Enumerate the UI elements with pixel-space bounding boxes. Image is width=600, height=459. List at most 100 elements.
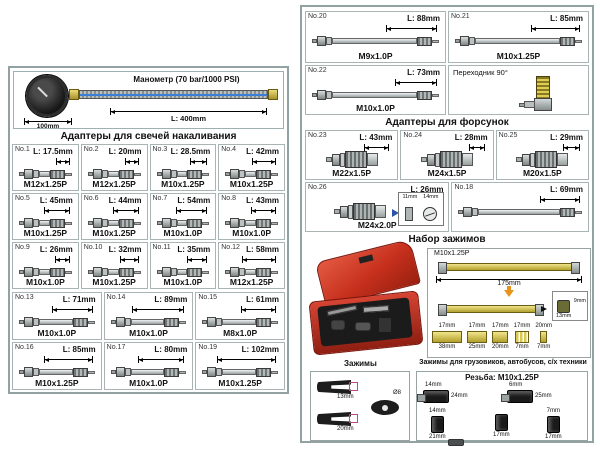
glowplug-adapter-graphic [19, 218, 72, 228]
fitting-width-label: 13mm [556, 313, 572, 319]
graphic-segment [202, 270, 210, 274]
graphic-segment [312, 39, 317, 43]
length-label: L: 26mm [410, 185, 444, 194]
graphic-segment [39, 269, 50, 275]
dimension-arrow [190, 158, 208, 165]
part-bottom-label: 17mm [493, 432, 510, 438]
inset-size-label: 11mm [402, 194, 418, 200]
part-graphic [501, 390, 533, 403]
fitting-graphic [557, 300, 570, 313]
item-number: No.1 [15, 146, 30, 153]
graphic-segment [207, 367, 217, 377]
length-label: L: 73mm [407, 68, 440, 77]
glowplug-adapter-graphic [19, 317, 95, 327]
graphic-segment [353, 203, 375, 220]
graphic-segment [417, 36, 432, 46]
graphic-segment [344, 151, 367, 168]
length-label: L: 28.5mm [170, 147, 211, 156]
thread-label: M10x1.25P [92, 228, 136, 238]
length-label: L: 17.5mm [33, 147, 73, 156]
dimension-arrow [119, 256, 139, 263]
length-label: L: 42mm [246, 147, 279, 156]
graphic-segment [39, 319, 73, 325]
fork-size-label: 20mm [337, 426, 354, 432]
graphic-segment [366, 153, 378, 166]
item-number: No.9 [15, 244, 30, 251]
right-arrow-icon [541, 306, 550, 312]
graphic-segment [33, 170, 39, 178]
oval-clamp-graphic [371, 400, 399, 415]
length-label: L: 71mm [62, 295, 96, 304]
length-label: L: 35mm [177, 245, 211, 254]
elbow-adapter-graphic [518, 76, 554, 112]
fork-clamp-graphic [317, 380, 351, 394]
graphic-segment [133, 172, 141, 176]
thread-label: M10x1.0P [129, 328, 168, 338]
hose-graphic [79, 90, 268, 99]
graphic-segment [326, 91, 332, 99]
length-label: L: 102mm [241, 345, 279, 354]
graphic-segment [33, 268, 39, 276]
right-arrow-icon [392, 209, 403, 217]
graphic-segment [118, 218, 134, 228]
length-label: L: 89mm [154, 295, 188, 304]
graphic-segment [270, 370, 278, 374]
graphic-segment [516, 157, 523, 162]
graphic-segment [115, 367, 125, 377]
graphic-segment [574, 210, 582, 214]
graphic-segment [325, 157, 332, 162]
hose-segment-graphic [432, 331, 462, 343]
graphic-segment [202, 221, 210, 225]
thread-label: M10x1.25P [218, 378, 262, 388]
length-label: L: 58mm [246, 245, 279, 254]
injector-adapter-graphic [325, 151, 378, 168]
graphic-segment [535, 151, 558, 168]
graphic-segment [225, 270, 231, 274]
dimension-arrow [252, 158, 276, 165]
elbow-tip [519, 103, 525, 107]
graphic-segment [124, 318, 131, 326]
part-graphic [417, 390, 449, 403]
item-number: No.2 [83, 146, 99, 153]
red-case-photo [308, 238, 424, 356]
graphic-segment [164, 317, 180, 327]
glowplug-adapter-graphic [312, 90, 439, 100]
length-label: L: 85mm [550, 14, 583, 23]
glowplug-adapter-graphic [87, 169, 141, 179]
graphic-segment [87, 221, 93, 225]
elbow-fitting [524, 101, 535, 108]
graphic-segment [256, 218, 271, 228]
graphic-segment [472, 208, 479, 216]
item-number: No.20 [308, 13, 327, 20]
graphic-segment [478, 209, 560, 215]
glowplug-adapter-graphic [225, 267, 278, 277]
graphic-segment [271, 172, 278, 176]
strip-bottom-label: 7mm [515, 344, 529, 350]
part-bottom-label: 21mm [429, 434, 446, 440]
hose-thread-label: M10x1.25P [434, 250, 470, 257]
glowplug-adapter-graphic [312, 36, 439, 46]
thread-label: M9x1.0P [358, 51, 393, 61]
glowplug-adapter-graphic [19, 267, 72, 277]
graphic-segment [110, 370, 116, 374]
item-number: No.4 [221, 146, 237, 153]
graphic-segment [439, 151, 462, 168]
length-label: L: 80mm [154, 345, 188, 354]
dimension-arrow [132, 306, 185, 313]
thread-label: M10x1.25P [23, 228, 68, 238]
graphic-segment [39, 171, 50, 177]
thread-label: M10x1.25P [35, 378, 79, 388]
down-arrow-icon [504, 286, 514, 302]
graphic-segment [202, 370, 208, 374]
graphic-segment [130, 369, 165, 375]
graphic-segment [530, 152, 536, 167]
graphic-segment [348, 204, 353, 219]
